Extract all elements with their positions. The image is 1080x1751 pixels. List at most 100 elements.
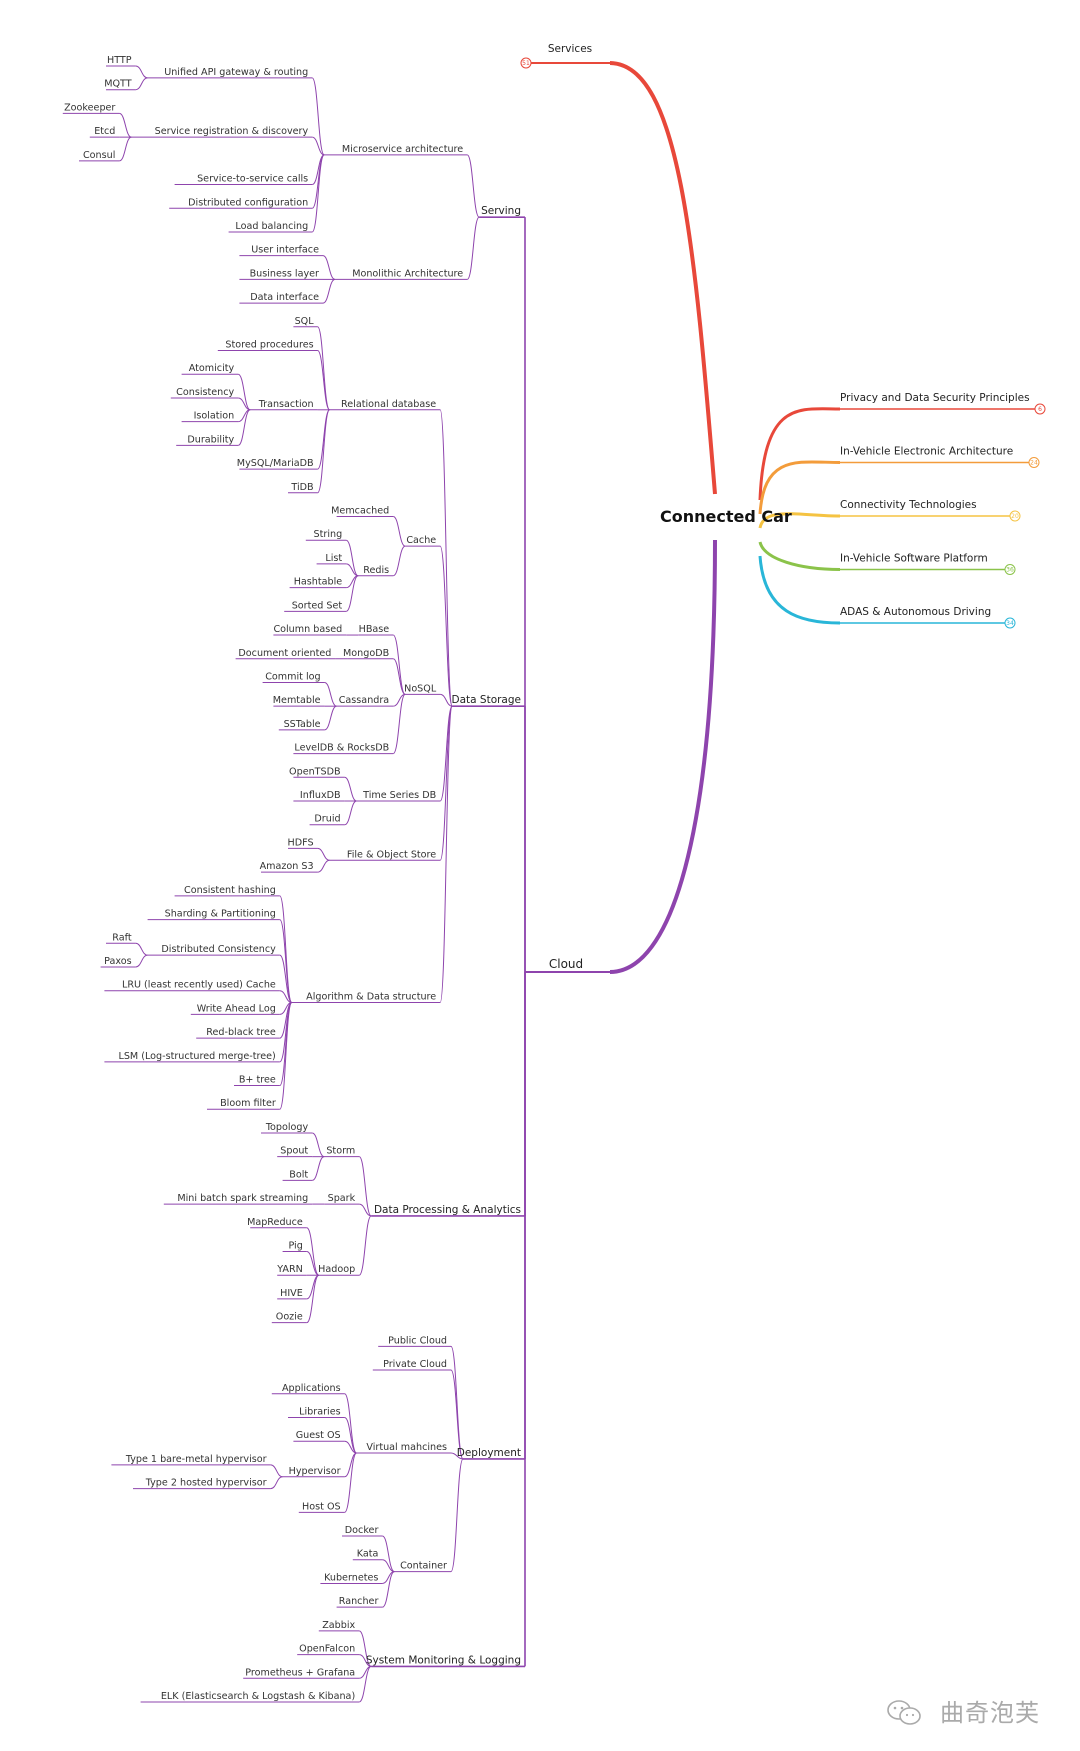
node-leveldb-rocksdb[interactable]: LevelDB & RocksDB [294, 743, 389, 754]
node-yarn[interactable]: YARN [276, 1264, 303, 1275]
node-commit-log[interactable]: Commit log [265, 671, 320, 682]
node-isolation[interactable]: Isolation [194, 411, 235, 422]
node-libraries[interactable]: Libraries [299, 1406, 340, 1417]
node-write-ahead-log[interactable]: Write Ahead Log [197, 1003, 276, 1014]
node-container[interactable]: Container [400, 1561, 447, 1572]
node-distributed-consistency[interactable]: Distributed Consistency [161, 944, 276, 955]
node-service-to-service-calls[interactable]: Service-to-service calls [197, 174, 308, 185]
node-amazon-s3[interactable]: Amazon S3 [260, 861, 314, 872]
node-storm[interactable]: Storm [326, 1146, 355, 1157]
node-sstable[interactable]: SSTable [284, 719, 321, 730]
node-nosql[interactable]: NoSQL [404, 683, 437, 694]
node-sharding-partitioning[interactable]: Sharding & Partitioning [165, 909, 276, 920]
node-host-os[interactable]: Host OS [302, 1501, 341, 1512]
node-redis[interactable]: Redis [363, 565, 389, 576]
node-file-object-store[interactable]: File & Object Store [347, 849, 436, 860]
node-stored-procedures[interactable]: Stored procedures [225, 340, 313, 351]
node-time-series-db[interactable]: Time Series DB [362, 790, 436, 801]
node-durability[interactable]: Durability [187, 434, 234, 445]
node-connectivity-technologies[interactable]: Connectivity Technologies [840, 499, 977, 511]
node-hdfs[interactable]: HDFS [288, 837, 314, 848]
node-adas-autonomous-driving[interactable]: ADAS & Autonomous Driving [840, 606, 991, 618]
node-elk-elasticsearch-logstash-kibana[interactable]: ELK (Elasticsearch & Logstash & Kibana) [161, 1691, 355, 1702]
node-spark[interactable]: Spark [328, 1193, 356, 1204]
node-algorithm-data-structure[interactable]: Algorithm & Data structure [306, 992, 436, 1003]
collapse-badge-in-vehicle-electronic-architecture[interactable] [1028, 457, 1040, 468]
node-privacy-and-data-security-principles[interactable]: Privacy and Data Security Principles [840, 392, 1030, 404]
node-bolt[interactable]: Bolt [289, 1169, 308, 1180]
node-b-tree[interactable]: B+ tree [239, 1075, 276, 1086]
collapse-badge-privacy-and-data-security-principles[interactable] [1034, 403, 1046, 415]
node-data-storage[interactable]: Data Storage [452, 694, 522, 706]
node-user-interface[interactable]: User interface [251, 245, 319, 256]
node-list[interactable]: List [325, 553, 342, 564]
node-lru-least-recently-used-cache[interactable]: LRU (least recently used) Cache [122, 980, 276, 991]
node-serving[interactable]: Serving [481, 205, 521, 217]
node-hive[interactable]: HIVE [280, 1288, 303, 1299]
node-applications[interactable]: Applications [282, 1383, 341, 1394]
node-deployment[interactable]: Deployment [457, 1447, 521, 1459]
node-mapreduce[interactable]: MapReduce [247, 1217, 303, 1228]
node-http[interactable]: HTTP [107, 55, 132, 66]
node-virtual-mahcines[interactable]: Virtual mahcines [366, 1442, 447, 1453]
node-kata[interactable]: Kata [357, 1549, 379, 1560]
node-sorted-set[interactable]: Sorted Set [292, 600, 343, 611]
node-services[interactable]: Services [548, 43, 592, 55]
node-pig[interactable]: Pig [288, 1241, 302, 1252]
node-raft[interactable]: Raft [112, 932, 132, 943]
node-load-balancing[interactable]: Load balancing [235, 221, 308, 232]
node-in-vehicle-software-platform[interactable]: In-Vehicle Software Platform [840, 553, 988, 565]
node-zookeeper[interactable]: Zookeeper [64, 102, 115, 113]
node-service-registration-discovery[interactable]: Service registration & discovery [155, 126, 309, 137]
node-druid[interactable]: Druid [314, 814, 340, 825]
node-rancher[interactable]: Rancher [339, 1596, 379, 1607]
node-oozie[interactable]: Oozie [276, 1312, 303, 1323]
node-consul[interactable]: Consul [83, 150, 115, 161]
node-tidb[interactable]: TiDB [290, 482, 313, 493]
collapse-badge-in-vehicle-software-platform[interactable] [1004, 564, 1016, 575]
node-distributed-configuration[interactable]: Distributed configuration [188, 197, 308, 208]
node-public-cloud[interactable]: Public Cloud [388, 1335, 447, 1346]
node-hypervisor[interactable]: Hypervisor [289, 1466, 341, 1477]
node-sql[interactable]: SQL [295, 316, 315, 327]
node-etcd[interactable]: Etcd [94, 126, 115, 137]
node-atomicity[interactable]: Atomicity [189, 363, 235, 374]
node-docker[interactable]: Docker [345, 1525, 379, 1536]
node-type-2-hosted-hypervisor[interactable]: Type 2 hosted hypervisor [145, 1478, 267, 1489]
node-memcached[interactable]: Memcached [331, 505, 389, 516]
node-prometheus-grafana[interactable]: Prometheus + Grafana [245, 1667, 355, 1678]
node-opentsdb[interactable]: OpenTSDB [289, 766, 341, 777]
node-hadoop[interactable]: Hadoop [318, 1264, 355, 1275]
node-mysql-mariadb[interactable]: MySQL/MariaDB [237, 458, 314, 469]
node-hashtable[interactable]: Hashtable [294, 577, 343, 588]
node-private-cloud[interactable]: Private Cloud [383, 1359, 447, 1370]
node-hbase[interactable]: HBase [359, 624, 390, 635]
node-mini-batch-spark-streaming[interactable]: Mini batch spark streaming [177, 1193, 308, 1204]
node-business-layer[interactable]: Business layer [250, 268, 319, 279]
node-cloud[interactable]: Cloud [549, 957, 583, 971]
collapse-badge-connectivity-technologies[interactable] [1009, 510, 1021, 522]
node-document-oriented[interactable]: Document oriented [238, 648, 331, 659]
node-guest-os[interactable]: Guest OS [296, 1430, 341, 1441]
node-consistent-hashing[interactable]: Consistent hashing [184, 885, 276, 896]
node-openfalcon[interactable]: OpenFalcon [299, 1644, 355, 1655]
node-mongodb[interactable]: MongoDB [343, 648, 389, 659]
node-consistency[interactable]: Consistency [176, 387, 234, 398]
node-in-vehicle-electronic-architecture[interactable]: In-Vehicle Electronic Architecture [840, 446, 1013, 458]
node-topology[interactable]: Topology [265, 1122, 309, 1133]
node-unified-api-gateway-routing[interactable]: Unified API gateway & routing [164, 67, 308, 78]
node-influxdb[interactable]: InfluxDB [300, 790, 341, 801]
node-system-monitoring-logging[interactable]: System Monitoring & Logging [366, 1654, 521, 1666]
node-lsm-log-structured-merge-tree[interactable]: LSM (Log-structured merge-tree) [118, 1051, 275, 1062]
node-bloom-filter[interactable]: Bloom filter [220, 1098, 276, 1109]
node-transaction[interactable]: Transaction [258, 399, 314, 410]
node-paxos[interactable]: Paxos [104, 956, 131, 967]
node-microservice-architecture[interactable]: Microservice architecture [342, 144, 463, 155]
node-red-black-tree[interactable]: Red-black tree [206, 1027, 276, 1038]
node-relational-database[interactable]: Relational database [341, 399, 436, 410]
node-mqtt[interactable]: MQTT [104, 79, 132, 90]
collapse-badge-adas-autonomous-driving[interactable] [1004, 617, 1016, 629]
node-type-1-bare-metal-hypervisor[interactable]: Type 1 bare-metal hypervisor [125, 1454, 267, 1465]
node-data-processing-analytics[interactable]: Data Processing & Analytics [374, 1204, 521, 1216]
node-cassandra[interactable]: Cassandra [339, 695, 389, 706]
